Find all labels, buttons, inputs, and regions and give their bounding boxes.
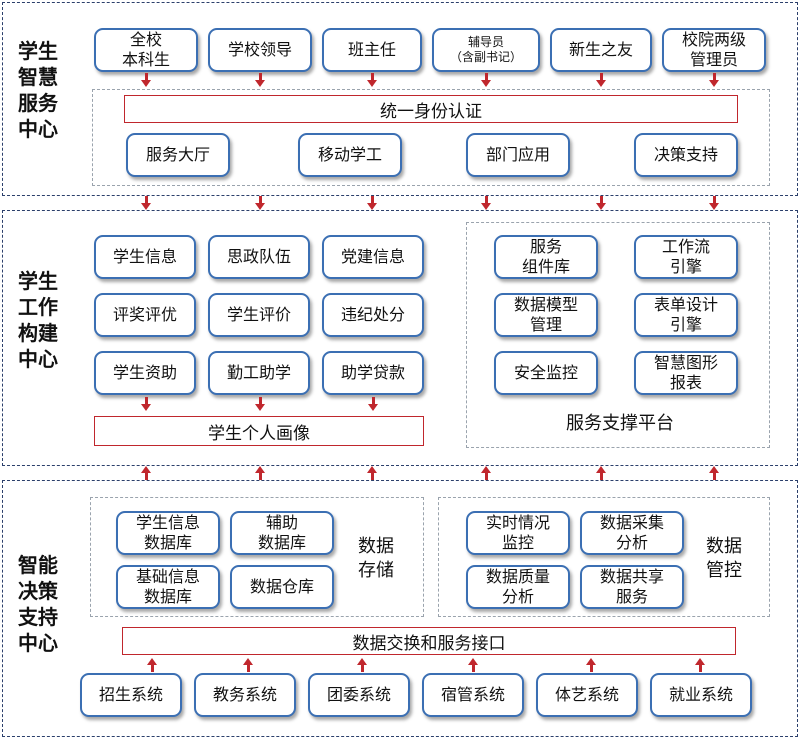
zone-student-service-center bbox=[2, 2, 798, 196]
module-discipline: 违纪处分 bbox=[322, 293, 424, 337]
arrow-user-4 bbox=[481, 73, 491, 87]
module-evaluation: 学生评价 bbox=[208, 293, 310, 337]
arrow-user-2 bbox=[255, 73, 265, 87]
data-control-panel bbox=[438, 497, 770, 617]
platform-label: 服务支撑平台 bbox=[566, 413, 674, 434]
arrow-user-3 bbox=[367, 73, 377, 87]
arrow-bottom-mid-5 bbox=[596, 466, 606, 480]
service-platform-panel bbox=[466, 222, 770, 448]
zone-label-work: 学生 工作 构建 中心 bbox=[18, 269, 58, 371]
arrow-bottom-mid-2 bbox=[255, 466, 265, 480]
control-sharing-service: 数据共享 服务 bbox=[580, 565, 684, 609]
user-class-teacher: 班主任 bbox=[322, 28, 422, 72]
zone-label-service: 学生 智慧 服务 中心 bbox=[18, 39, 58, 141]
control-label: 数据 管控 bbox=[706, 536, 742, 581]
channel-decision: 决策支持 bbox=[634, 133, 738, 177]
system-academic: 教务系统 bbox=[194, 673, 296, 717]
module-work-study: 勤工助学 bbox=[208, 351, 310, 395]
arrow-bottom-mid-4 bbox=[481, 466, 491, 480]
data-exchange-bar: 数据交换和服务接口 bbox=[122, 627, 736, 655]
service-channel-panel bbox=[92, 89, 770, 186]
platform-component-lib: 服务 组件库 bbox=[494, 235, 598, 279]
student-portrait-bar: 学生个人画像 bbox=[94, 416, 424, 446]
arrow-portrait-1 bbox=[141, 397, 151, 411]
arrow-top-mid-4 bbox=[481, 196, 491, 210]
arrow-system-5 bbox=[586, 658, 596, 672]
arrow-top-mid-5 bbox=[596, 196, 606, 210]
arrow-bottom-mid-3 bbox=[367, 466, 377, 480]
channel-dept-apps: 部门应用 bbox=[466, 133, 570, 177]
zone-decision-support-center bbox=[2, 480, 798, 737]
platform-smart-reports: 智慧图形 报表 bbox=[634, 351, 738, 395]
arrow-system-1 bbox=[147, 658, 157, 672]
system-sports-arts: 体艺系统 bbox=[536, 673, 638, 717]
control-quality-analysis: 数据质量 分析 bbox=[466, 565, 570, 609]
arrow-top-mid-6 bbox=[709, 196, 719, 210]
platform-security-monitor: 安全监控 bbox=[494, 351, 598, 395]
user-undergrad: 全校 本科生 bbox=[94, 28, 198, 72]
control-realtime-monitor: 实时情况 监控 bbox=[466, 511, 570, 555]
system-youth-league: 团委系统 bbox=[308, 673, 410, 717]
storage-warehouse: 数据仓库 bbox=[230, 565, 334, 609]
arrow-system-6 bbox=[695, 658, 705, 672]
arrow-top-mid-1 bbox=[141, 196, 151, 210]
module-awards: 评奖评优 bbox=[94, 293, 196, 337]
arrow-system-3 bbox=[357, 658, 367, 672]
unified-auth-bar: 统一身份认证 bbox=[124, 95, 738, 123]
platform-data-model: 数据模型 管理 bbox=[494, 293, 598, 337]
system-admissions: 招生系统 bbox=[80, 673, 182, 717]
arrow-user-1 bbox=[141, 73, 151, 87]
storage-base-db: 基础信息 数据库 bbox=[116, 565, 220, 609]
zone-student-work-center bbox=[2, 210, 798, 466]
arrow-top-mid-2 bbox=[255, 196, 265, 210]
storage-student-db: 学生信息 数据库 bbox=[116, 511, 220, 555]
arrow-top-mid-3 bbox=[367, 196, 377, 210]
arrow-user-6 bbox=[709, 73, 719, 87]
arrow-portrait-3 bbox=[368, 397, 378, 411]
user-counselor: 辅导员 （含副书记） bbox=[432, 28, 540, 72]
user-school-leader: 学校领导 bbox=[208, 28, 312, 72]
arrow-user-5 bbox=[596, 73, 606, 87]
arrow-bottom-mid-6 bbox=[709, 466, 719, 480]
control-collection-analysis: 数据采集 分析 bbox=[580, 511, 684, 555]
platform-workflow-engine: 工作流 引擎 bbox=[634, 235, 738, 279]
channel-service-hall: 服务大厅 bbox=[126, 133, 230, 177]
arrow-bottom-mid-1 bbox=[141, 466, 151, 480]
zone-label-decision: 智能 决策 支持 中心 bbox=[18, 553, 58, 655]
arrow-portrait-2 bbox=[255, 397, 265, 411]
arrow-system-4 bbox=[468, 658, 478, 672]
platform-form-designer: 表单设计 引擎 bbox=[634, 293, 738, 337]
storage-label: 数据 存储 bbox=[358, 536, 394, 581]
module-party-info: 党建信息 bbox=[322, 235, 424, 279]
data-storage-panel bbox=[90, 497, 424, 617]
module-financial-aid: 学生资助 bbox=[94, 351, 196, 395]
module-student-loan: 助学贷款 bbox=[322, 351, 424, 395]
system-dormitory: 宿管系统 bbox=[422, 673, 524, 717]
user-freshman-friend: 新生之友 bbox=[550, 28, 652, 72]
user-admins: 校院两级 管理员 bbox=[662, 28, 766, 72]
system-employment: 就业系统 bbox=[650, 673, 752, 717]
storage-aux-db: 辅助 数据库 bbox=[230, 511, 334, 555]
channel-mobile: 移动学工 bbox=[298, 133, 402, 177]
arrow-system-2 bbox=[243, 658, 253, 672]
module-ideology-team: 思政队伍 bbox=[208, 235, 310, 279]
module-student-info: 学生信息 bbox=[94, 235, 196, 279]
